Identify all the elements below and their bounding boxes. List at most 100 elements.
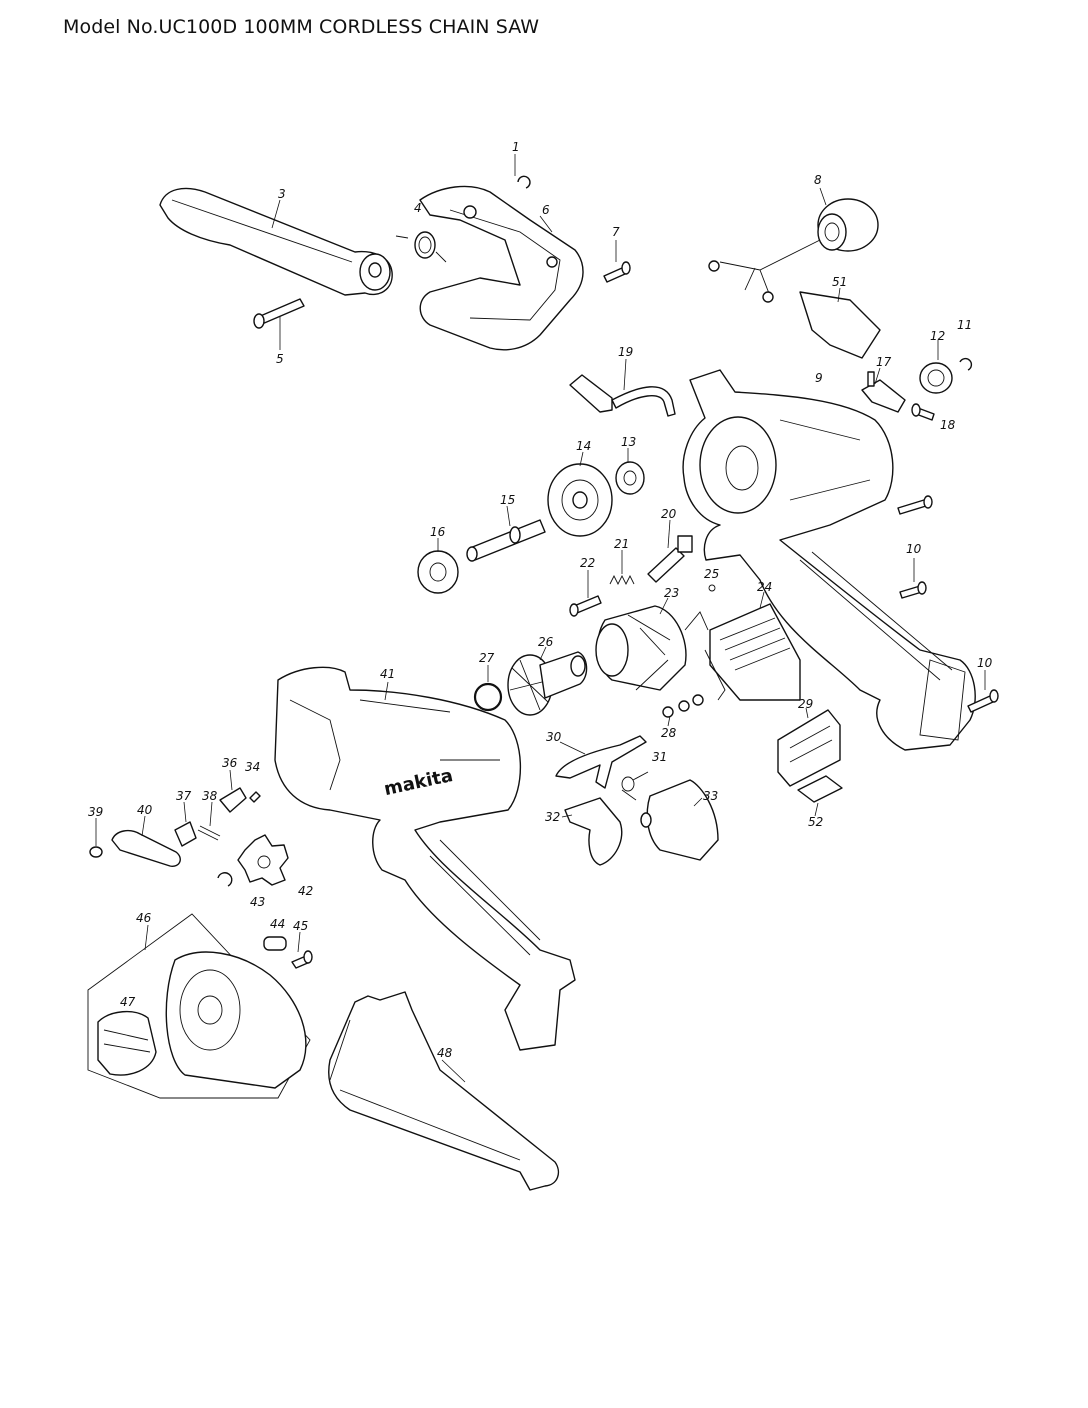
part-34-switch-icon[interactable]: 33 — [640, 779, 719, 861]
part-26-clip-icon[interactable]: 25 — [704, 567, 719, 592]
part-8-led-circuit-icon[interactable]: 8 — [708, 173, 879, 303]
part-6-blade-guard-icon[interactable]: 6 — [419, 185, 584, 351]
svg-text:10: 10 — [906, 542, 922, 556]
page-title: Model No.UC100D 100MM CORDLESS CHAIN SAW — [63, 16, 540, 38]
part-7-screw-icon[interactable]: 7 — [603, 225, 631, 283]
svg-text:42: 42 — [298, 884, 313, 898]
part-27-bevel-gear-icon[interactable]: 26 — [507, 635, 588, 716]
part-16-spindle-icon[interactable]: 15 — [466, 493, 546, 562]
svg-text:1: 1 — [512, 140, 520, 154]
svg-text:33: 33 — [703, 789, 718, 803]
svg-text:7: 7 — [612, 225, 620, 239]
part-20-lock-off-lever-icon[interactable]: 19 — [569, 345, 676, 417]
svg-text:23: 23 — [664, 586, 679, 600]
svg-text:41: 41 — [380, 667, 395, 681]
part-10-screw-icon[interactable]: 10 — [899, 542, 927, 599]
part-32-torsion-spring-icon[interactable]: 31 — [621, 750, 667, 801]
svg-text:47: 47 — [120, 995, 136, 1009]
svg-text:46: 46 — [136, 911, 152, 925]
svg-text:39: 39 — [88, 805, 103, 819]
part-51-label-icon[interactable]: 51 — [799, 275, 881, 359]
part-17-ball-bearing-icon[interactable]: 16 — [417, 525, 459, 594]
svg-text:43: 43 — [250, 895, 265, 909]
part-24-dc-motor-icon[interactable]: 23 — [595, 586, 709, 691]
svg-text:15: 15 — [500, 493, 515, 507]
part-13-ball-bearing-icon[interactable]: 12 — [919, 329, 953, 394]
svg-text:20: 20 — [661, 507, 677, 521]
part-4-torsion-spring-icon[interactable]: 4 — [395, 201, 447, 263]
part-36-screw-icon[interactable]: 34 — [245, 760, 261, 803]
svg-text:29: 29 — [798, 697, 813, 711]
part-11-screw-icon[interactable]: 10 — [967, 656, 999, 713]
svg-text:13: 13 — [621, 435, 636, 449]
svg-text:21: 21 — [614, 537, 629, 551]
part-38-chain-adjuster-icon[interactable]: 37 — [174, 789, 197, 847]
part-22-compression-spring-icon[interactable]: 21 — [609, 537, 635, 586]
part-15-spur-gear-icon[interactable]: 14 — [547, 439, 613, 537]
svg-text:34: 34 — [245, 760, 260, 774]
svg-text:32: 32 — [545, 810, 560, 824]
part-30-terminal-icon[interactable]: 29 — [777, 697, 841, 787]
svg-text:25: 25 — [704, 567, 719, 581]
svg-text:12: 12 — [930, 329, 945, 343]
part-44-retaining-ring-icon[interactable]: 43 — [217, 872, 265, 909]
svg-text:51: 51 — [832, 275, 847, 289]
svg-text:40: 40 — [137, 803, 153, 817]
svg-text:27: 27 — [479, 651, 495, 665]
part-37-plate-icon[interactable]: 36 — [219, 756, 247, 813]
part-28-o-ring-icon[interactable]: 27 — [473, 651, 503, 712]
svg-text:16: 16 — [430, 525, 446, 539]
svg-text:17: 17 — [876, 355, 892, 369]
svg-text:52: 52 — [808, 815, 823, 829]
svg-text:5: 5 — [276, 352, 284, 366]
svg-text:6: 6 — [542, 203, 550, 217]
svg-text:36: 36 — [222, 756, 238, 770]
svg-text:38: 38 — [202, 789, 218, 803]
part-9-screw-icon[interactable] — [897, 495, 933, 515]
svg-text:11: 11 — [957, 318, 972, 332]
svg-text:4: 4 — [414, 201, 422, 215]
svg-text:26: 26 — [538, 635, 554, 649]
part-39-adjusting-screw-icon[interactable]: 38 — [197, 789, 221, 841]
svg-text:45: 45 — [293, 919, 308, 933]
svg-text:48: 48 — [437, 1046, 453, 1060]
part-50-blade-case-icon[interactable]: 48 — [328, 991, 560, 1191]
part-40-screw-icon[interactable]: 39 — [88, 805, 103, 858]
svg-text:10: 10 — [977, 656, 993, 670]
part-14-ball-bearing-icon[interactable]: 13 — [615, 435, 645, 495]
part-31-lever-icon[interactable]: 30 — [546, 730, 647, 789]
svg-text:37: 37 — [176, 789, 192, 803]
svg-text:9: 9 — [815, 371, 823, 385]
part-21-oil-tube-icon[interactable]: 20 — [647, 507, 693, 583]
part-23-screw-icon[interactable]: 22 — [569, 556, 602, 617]
svg-text:3: 3 — [278, 187, 286, 201]
svg-text:18: 18 — [940, 418, 956, 432]
part-5-pin-icon[interactable]: 5 — [253, 298, 305, 366]
part-33-switch-trigger-icon[interactable]: 32 — [545, 797, 623, 866]
svg-text:44: 44 — [270, 917, 285, 931]
part-48-cap-icon[interactable]: 47 — [97, 995, 157, 1076]
svg-text:31: 31 — [652, 750, 667, 764]
part-25-controller-icon[interactable]: 24 — [704, 580, 801, 701]
part-52-label-icon[interactable]: 52 — [797, 775, 843, 829]
part-9-housing-set-icon[interactable]: 9 — [682, 369, 976, 751]
part-43-sprocket-icon[interactable]: 42 — [237, 834, 313, 898]
svg-text:28: 28 — [661, 726, 677, 740]
part-46-screw-icon[interactable]: 45 — [291, 919, 313, 969]
svg-text:24: 24 — [757, 580, 772, 594]
svg-text:14: 14 — [576, 439, 591, 453]
part-3-front-handle-icon[interactable]: 3 — [159, 187, 393, 296]
svg-text:22: 22 — [580, 556, 595, 570]
part-41-guide-plate-icon[interactable]: 40 — [111, 803, 181, 867]
part-29-hex-nut-icon[interactable]: 28 — [661, 694, 704, 740]
part-47-sprocket-cover-complete-icon[interactable]: 46 — [87, 911, 311, 1099]
part-45-nut-icon[interactable]: 44 — [263, 917, 287, 951]
svg-text:19: 19 — [618, 345, 633, 359]
part-42-handle-housing-icon[interactable]: makita 41 — [274, 666, 576, 1051]
part-12-retaining-ring-icon[interactable]: 11 — [957, 318, 972, 371]
part-1-retaining-ring-icon[interactable]: 1 — [512, 140, 531, 189]
part-18-lever-lock-icon[interactable]: 17 — [861, 355, 906, 413]
svg-text:30: 30 — [546, 730, 562, 744]
part-19-screw-icon[interactable]: 18 — [911, 403, 956, 432]
